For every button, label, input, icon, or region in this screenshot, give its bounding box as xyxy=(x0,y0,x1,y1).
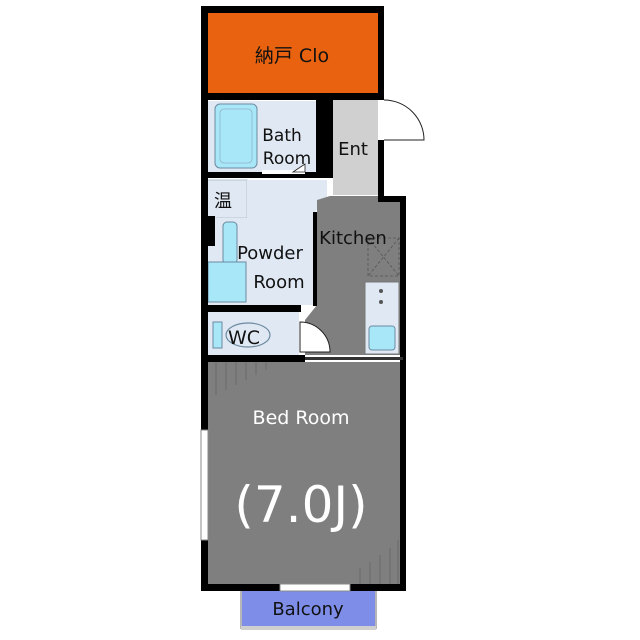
entrance-door xyxy=(378,99,425,141)
stove-burner-b xyxy=(379,300,383,304)
flooring-pattern xyxy=(215,362,399,584)
bedroom-window xyxy=(200,429,209,541)
entrance-label: Ent xyxy=(338,139,368,160)
bath-door xyxy=(262,163,306,174)
powder-label-line1: Powder xyxy=(237,243,303,264)
bath-label-line1: Bath xyxy=(262,126,302,146)
washbasin xyxy=(222,221,238,265)
toilet-bowl xyxy=(225,322,271,348)
bedroom-size-label: (7.0J) xyxy=(234,476,367,534)
stove-burner-a xyxy=(379,289,383,293)
balcony-door xyxy=(279,583,351,592)
fridge-cross-b xyxy=(367,237,400,277)
wc-door xyxy=(299,321,331,353)
powder-label-line2: Room xyxy=(253,272,304,293)
wc-label: WC xyxy=(228,327,260,349)
bathtub-inner xyxy=(219,108,253,164)
washing-machine-pan xyxy=(207,261,247,303)
storage-label: 納戸 Clo xyxy=(255,45,329,67)
fridge-cross-a xyxy=(367,237,400,277)
balcony-label: Balcony xyxy=(272,599,344,620)
storage-closet xyxy=(207,12,379,94)
toilet-tank xyxy=(212,321,223,349)
kitchen-sink xyxy=(368,325,396,351)
entrance-area xyxy=(333,94,378,195)
bathtub xyxy=(214,103,258,169)
kitchen-label: Kitchen xyxy=(319,228,387,249)
bedroom-label: Bed Room xyxy=(253,407,350,429)
bedroom-floor xyxy=(207,362,403,584)
water-heater-label: 温 xyxy=(214,191,232,212)
bath-label-line2: Room xyxy=(263,149,311,169)
